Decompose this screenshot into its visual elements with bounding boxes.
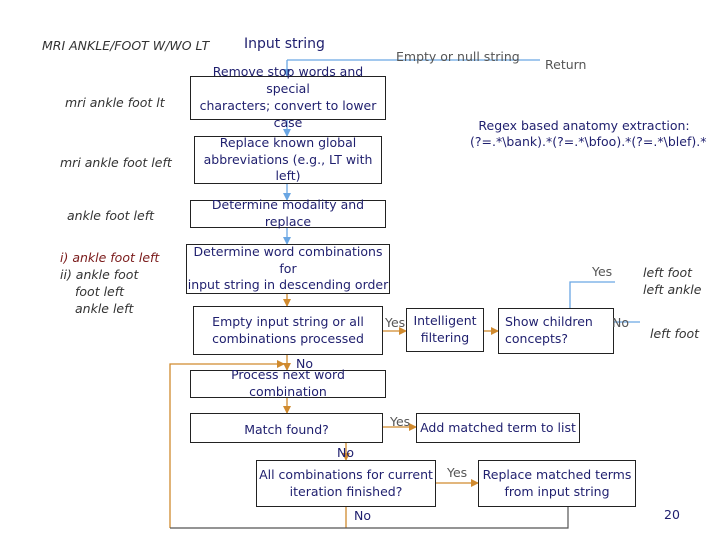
yes-label-children: Yes (592, 264, 613, 279)
no-label-match: No (337, 445, 354, 460)
regex-line-1: Regex based anatomy extraction: (478, 118, 690, 133)
intelligent-line-1: Intelligent (413, 313, 477, 329)
replace-matched-line-2: from input string (504, 483, 610, 499)
edge-show-children-yes (569, 281, 615, 308)
process-next-text: Process next word combination (231, 367, 345, 399)
edge-replace-matched-loop (170, 507, 569, 529)
modality-step-text: Determine modality and replace (211, 197, 365, 229)
replace-matched-line-1: Replace matched terms (482, 466, 632, 482)
example-4-line-1: i) ankle foot left (60, 250, 160, 265)
regex-line-2: (?=.*\bank).*(?=.*\bfoo).*(?=.*\blef).* (470, 134, 707, 150)
all-combos-line-2: iteration finished? (289, 483, 403, 499)
example-right-1: left foot (643, 265, 693, 280)
example-3: ankle foot left (67, 208, 154, 223)
example-4-line-4: ankle left (75, 301, 134, 316)
show-children-line-1: Show children (505, 314, 593, 330)
edge-loop-back (169, 360, 285, 528)
combos-step-line-1: Determine word combinations for (193, 243, 383, 276)
no-label-empty: No (296, 356, 313, 371)
all-combos-line-1: All combinations for current (259, 466, 433, 482)
example-2: mri ankle foot left (60, 155, 172, 170)
match-found-text: Match found? (244, 422, 329, 438)
replace-step-line-1: Replace known global (219, 134, 357, 150)
empty-decision-line-1: Empty input string or all (212, 313, 364, 329)
yes-label-all: Yes (447, 465, 468, 480)
add-matched-step: Add matched term to list (416, 413, 580, 443)
show-children-line-2: concepts? (505, 331, 568, 346)
regex-annotation: Regex based anatomy extraction: (?=.*\ba… (470, 118, 707, 151)
example-right-2: left ankle (643, 282, 702, 297)
remove-step-line-1: Remove stop words and special (212, 64, 364, 97)
yes-label-empty: Yes (385, 315, 406, 330)
yes-label-match: Yes (390, 414, 411, 429)
example-4-line-3: foot left (75, 284, 125, 299)
input-string-label: Input string (244, 36, 325, 52)
combos-step-line-2: input string in descending order (187, 277, 389, 293)
example-4-line-2: ii) ankle foot (60, 267, 139, 282)
example-right-3: left foot (650, 326, 700, 341)
add-matched-text: Add matched term to list (420, 419, 576, 435)
determine-modality-step: Determine modality and replace (190, 197, 386, 229)
match-found-decision: Match found? (190, 413, 383, 443)
remove-step-line-2: characters; convert to lower case (199, 98, 377, 130)
replace-step-line-2: abbreviations (e.g., LT with left) (203, 151, 373, 184)
example-title: MRI ANKLE/FOOT W/WO LT (42, 38, 210, 53)
example-1: mri ankle foot lt (65, 95, 165, 110)
no-label-children: No (612, 315, 629, 330)
intelligent-line-2: filtering (420, 330, 470, 345)
no-label-all: No (354, 508, 371, 523)
process-next-step: Process next word combination (190, 367, 386, 399)
return-label: Return (545, 57, 587, 72)
page-number: 20 (664, 507, 680, 522)
empty-string-label: Empty or null string (396, 49, 520, 64)
empty-decision-line-2: combinations processed (212, 330, 364, 346)
